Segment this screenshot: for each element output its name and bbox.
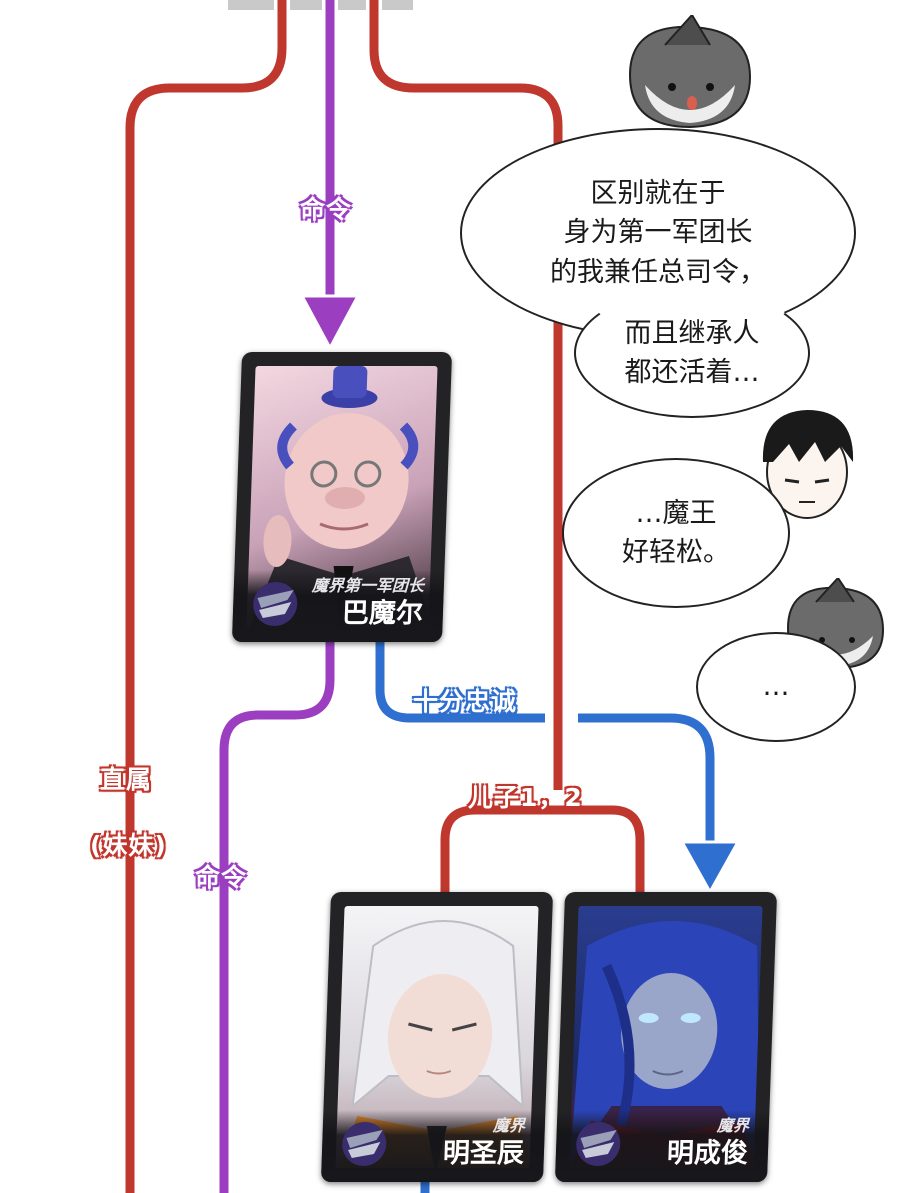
chibi-boy-icon: [762, 410, 854, 519]
speech-bubble-1b: 而且继承人 都还活着…: [574, 288, 810, 418]
army-emblem-icon: [253, 582, 298, 626]
label-command-top: 命令: [300, 195, 353, 224]
bubble-line: …魔王: [635, 497, 717, 529]
bubble-line: 好轻松。: [622, 537, 730, 568]
bubble-line: 区别就在于: [590, 178, 726, 210]
character-card-mingchengjun[interactable]: 魔界 明成俊: [554, 892, 778, 1182]
bubble-line: 身为第一军团长: [563, 217, 753, 249]
blue-line-loyal: [372, 640, 718, 850]
card-name-bamoer: 巴魔尔: [341, 598, 424, 629]
label-sister: (妹妹): [90, 831, 167, 860]
bubble-line: …: [762, 671, 790, 703]
top-node-stub: [228, 0, 413, 10]
army-emblem-icon: [576, 1122, 621, 1166]
character-card-bamoer[interactable]: 魔界第一军团长 巴魔尔: [231, 352, 453, 642]
label-loyal: 十分忠诚: [413, 687, 518, 716]
card-name-mingchengjun: 明成俊: [666, 1138, 749, 1169]
bubble-line: 都还活着…: [624, 357, 760, 388]
label-sons: 儿子1，2: [468, 783, 583, 812]
speech-bubble-2: …魔王 好轻松。: [562, 458, 790, 608]
bubble-line: 而且继承人: [624, 317, 760, 349]
arrow-down-icon: [299, 294, 361, 352]
red-line-sons-branch: [437, 802, 648, 900]
label-command-bottom: 命令: [195, 863, 248, 892]
arrow-down-icon: [679, 840, 741, 896]
army-emblem-icon: [342, 1122, 387, 1166]
bubble-line: 的我兼任总司令，: [550, 256, 766, 288]
chibi-demon-icon: [628, 15, 752, 129]
character-card-mingshengchen[interactable]: 魔界 明圣辰: [320, 892, 554, 1182]
speech-bubble-3: …: [696, 632, 856, 742]
label-direct: 直属: [100, 765, 153, 794]
card-name-mingshengchen: 明圣辰: [442, 1138, 525, 1169]
